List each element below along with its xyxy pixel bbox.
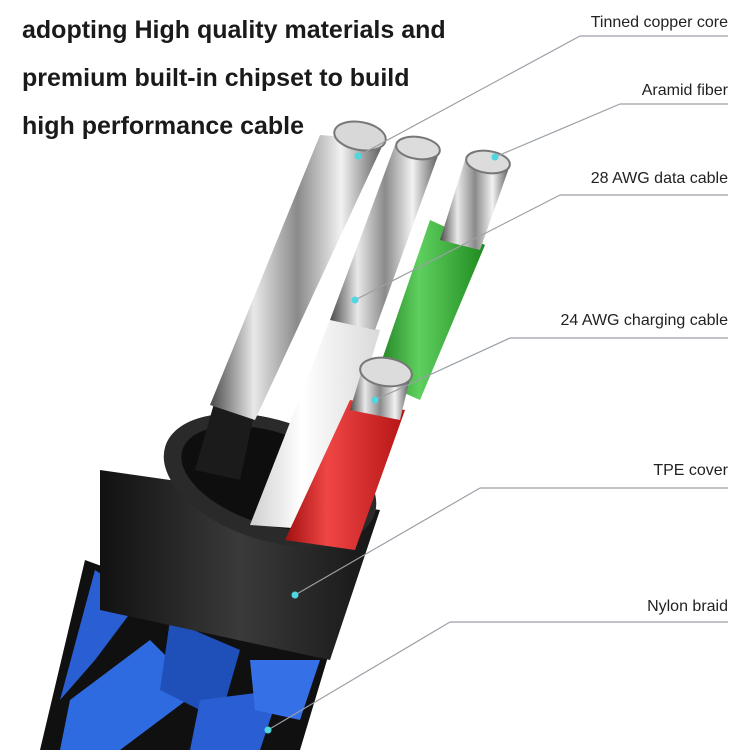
dot-aramid bbox=[491, 153, 499, 161]
dot-data bbox=[351, 296, 359, 304]
label-tpe-cover: TPE cover bbox=[653, 462, 728, 479]
label-24awg-charging-cable: 24 AWG charging cable bbox=[560, 312, 729, 329]
headline-line-2: premium built-in chipset to build bbox=[22, 64, 410, 92]
headline: adopting High quality materials and prem… bbox=[22, 6, 492, 150]
leader-lines bbox=[267, 35, 728, 731]
pointer-dots bbox=[264, 152, 499, 734]
leader-data bbox=[354, 194, 561, 301]
leader-nylon bbox=[267, 621, 451, 731]
headline-line-3: high performance cable bbox=[22, 112, 305, 140]
green-wire bbox=[375, 149, 511, 400]
label-tinned-copper-core: Tinned copper core bbox=[590, 14, 728, 31]
dot-charging bbox=[371, 396, 379, 404]
dot-nylon bbox=[264, 726, 272, 734]
leader-core bbox=[357, 35, 581, 157]
leader-charging bbox=[374, 337, 511, 401]
label-nylon-braid: Nylon braid bbox=[647, 598, 728, 615]
label-28awg-data-cable: 28 AWG data cable bbox=[590, 170, 728, 187]
leader-aramid bbox=[494, 103, 621, 158]
white-wire bbox=[250, 135, 441, 530]
red-wire bbox=[285, 356, 413, 550]
black-wire bbox=[195, 120, 387, 480]
headline-line-1: adopting High quality materials and bbox=[22, 16, 446, 44]
dot-tpe bbox=[291, 591, 299, 599]
dot-core bbox=[354, 152, 362, 160]
label-aramid-fiber: Aramid fiber bbox=[641, 82, 728, 99]
leader-tpe bbox=[294, 487, 481, 596]
